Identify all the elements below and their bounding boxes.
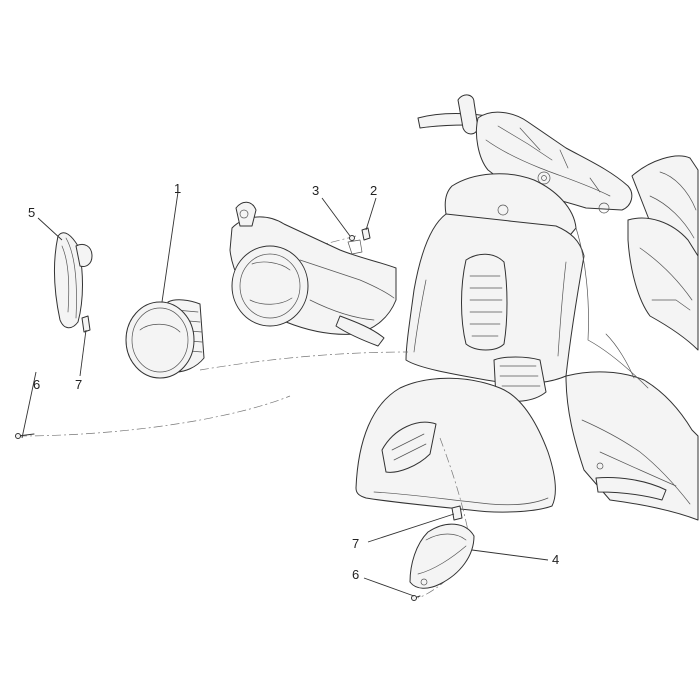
part-6-screw-bottom <box>411 595 421 601</box>
handlebar-front-cover <box>229 201 397 347</box>
part-4-turn-signal-right <box>409 523 475 589</box>
callout-5: 5 <box>28 205 36 220</box>
callout-1: 1 <box>174 181 182 196</box>
callout-3: 3 <box>312 183 320 198</box>
callout-6-bottom: 6 <box>352 567 360 582</box>
callout-7-left: 7 <box>75 377 83 392</box>
part-6-screw-left <box>15 433 35 439</box>
part-5-turn-signal-left <box>53 232 93 329</box>
callout-4: 4 <box>552 552 560 567</box>
part-7-clip-bottom <box>451 505 463 521</box>
part-3-nut <box>349 235 355 241</box>
callout-6-left: 6 <box>33 377 41 392</box>
callout-7-bottom: 7 <box>352 536 360 551</box>
callout-2: 2 <box>370 183 378 198</box>
part-1-headlight <box>125 299 205 379</box>
scooter-front-body <box>355 94 699 521</box>
leader-lines <box>21 191 549 597</box>
part-7-clip-left <box>81 315 91 333</box>
